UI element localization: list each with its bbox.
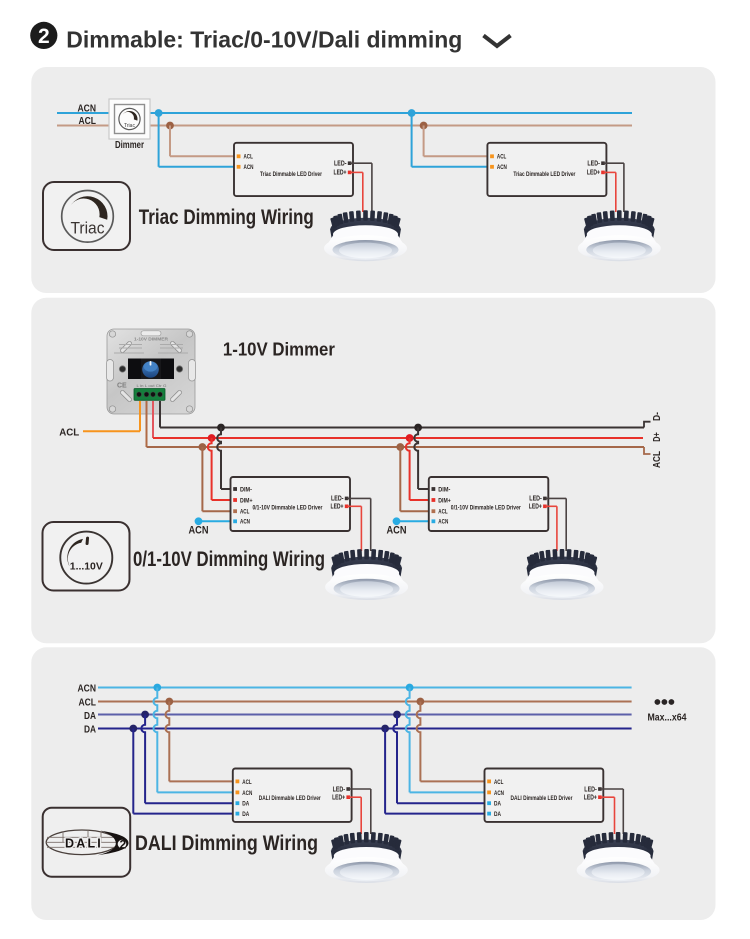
svg-text:Max...x64: Max...x64	[648, 713, 687, 724]
svg-text:ACL: ACL	[244, 154, 253, 161]
svg-text:DA: DA	[494, 801, 501, 808]
svg-text:ACN: ACN	[242, 790, 252, 797]
svg-text:ACN: ACN	[244, 164, 254, 171]
svg-text:DA: DA	[494, 811, 501, 818]
svg-text:DALI: DALI	[65, 836, 103, 850]
svg-text:Triac Dimmable LED Driver: Triac Dimmable LED Driver	[260, 171, 322, 178]
svg-text:LED+: LED+	[584, 795, 597, 802]
svg-text:LED-: LED-	[333, 786, 346, 793]
svg-text:ACL: ACL	[59, 426, 80, 438]
svg-text:ACN: ACN	[387, 525, 407, 537]
svg-text:DIM-: DIM-	[438, 486, 450, 493]
svg-text:LED-: LED-	[587, 161, 600, 168]
svg-text:LED+: LED+	[332, 795, 345, 802]
svg-text:DALI Dimmable LED Driver: DALI Dimmable LED Driver	[511, 795, 573, 802]
svg-text:LED+: LED+	[334, 170, 347, 177]
svg-text:1-10V DIMMER: 1-10V DIMMER	[134, 337, 169, 343]
svg-text:LED+: LED+	[529, 504, 542, 511]
svg-text:Dimmable: Triac/0-10V/Dali dim: Dimmable: Triac/0-10V/Dali dimming	[66, 27, 462, 53]
svg-text:ACL: ACL	[497, 154, 506, 161]
svg-text:ACN: ACN	[438, 519, 448, 526]
svg-text:CE: CE	[117, 383, 127, 390]
svg-text:ACL: ACL	[79, 696, 97, 708]
svg-text:Triac: Triac	[124, 123, 135, 129]
svg-text:ACL: ACL	[494, 779, 503, 786]
svg-text:LED-: LED-	[584, 786, 597, 793]
svg-text:L in L out Ctr G: L in L out Ctr G	[137, 384, 167, 388]
svg-text:LED+: LED+	[331, 504, 344, 511]
svg-text:DIM+: DIM+	[240, 497, 253, 504]
svg-text:Triac: Triac	[71, 219, 105, 238]
svg-text:D-: D-	[652, 412, 663, 421]
svg-text:ACN: ACN	[240, 519, 250, 526]
svg-text:DA: DA	[242, 801, 249, 808]
svg-text:LED-: LED-	[331, 496, 344, 503]
svg-text:2: 2	[38, 25, 50, 48]
svg-text:Triac Dimmable LED Driver: Triac Dimmable LED Driver	[513, 171, 575, 178]
svg-text:ACL: ACL	[79, 115, 97, 127]
svg-text:0/1-10V Dimmable LED Driver: 0/1-10V Dimmable LED Driver	[253, 505, 323, 512]
svg-text:DIM+: DIM+	[438, 497, 451, 504]
svg-text:1-10V Dimmer: 1-10V Dimmer	[223, 339, 335, 360]
svg-text:LED-: LED-	[334, 161, 347, 168]
svg-text:Dimmer: Dimmer	[115, 140, 144, 151]
svg-text:ACN: ACN	[497, 164, 507, 171]
svg-text:ACN: ACN	[78, 682, 97, 694]
svg-text:DALI Dimmable LED Driver: DALI Dimmable LED Driver	[259, 795, 321, 802]
svg-text:ACN: ACN	[189, 525, 209, 537]
svg-text:ACN: ACN	[78, 102, 97, 114]
svg-text:ACN: ACN	[494, 790, 504, 797]
svg-text:DA: DA	[84, 710, 96, 722]
svg-text:ACL: ACL	[240, 509, 249, 516]
svg-text:DA: DA	[84, 724, 96, 736]
svg-text:0/1-10V Dimming Wiring: 0/1-10V Dimming Wiring	[133, 547, 325, 571]
svg-text:Triac Dimming Wiring: Triac Dimming Wiring	[139, 205, 314, 229]
svg-text:ACL: ACL	[652, 451, 663, 468]
svg-text:DALI Dimming Wiring: DALI Dimming Wiring	[135, 831, 318, 855]
svg-text:D+: D+	[652, 432, 663, 442]
svg-text:ACL: ACL	[438, 509, 447, 516]
svg-text:DA: DA	[242, 811, 249, 818]
svg-text:0/1-10V Dimmable LED Driver: 0/1-10V Dimmable LED Driver	[451, 505, 521, 512]
svg-text:LED-: LED-	[529, 496, 542, 503]
svg-text:DIM-: DIM-	[240, 486, 252, 493]
svg-text:LED+: LED+	[587, 170, 600, 177]
svg-text:1...10V: 1...10V	[70, 561, 103, 573]
svg-text:ACL: ACL	[242, 779, 251, 786]
svg-text:2: 2	[119, 837, 126, 851]
